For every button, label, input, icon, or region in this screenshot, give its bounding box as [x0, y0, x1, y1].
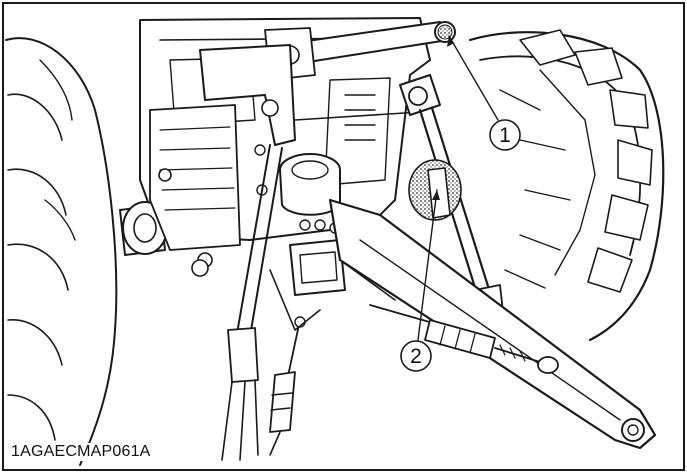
drawbar: [269, 239, 396, 331]
lift-arm-bracket: [199, 44, 421, 146]
left-lift-rod: [191, 144, 283, 461]
left-check-chain: [269, 316, 306, 456]
figure-code: 1AGAECMAP061A: [8, 443, 154, 461]
callout-1: 1: [447, 35, 521, 151]
right-lower-link: [328, 198, 657, 450]
callout-2-number: 2: [410, 345, 422, 368]
right-check-chain: [369, 304, 559, 374]
callout-2-circle: [400, 340, 432, 372]
callout-2: 2: [400, 189, 440, 372]
callout-1-number: 1: [499, 124, 511, 147]
callout-1-circle: [489, 119, 521, 151]
left-tire: [5, 37, 118, 466]
right-tire: [468, 29, 665, 342]
